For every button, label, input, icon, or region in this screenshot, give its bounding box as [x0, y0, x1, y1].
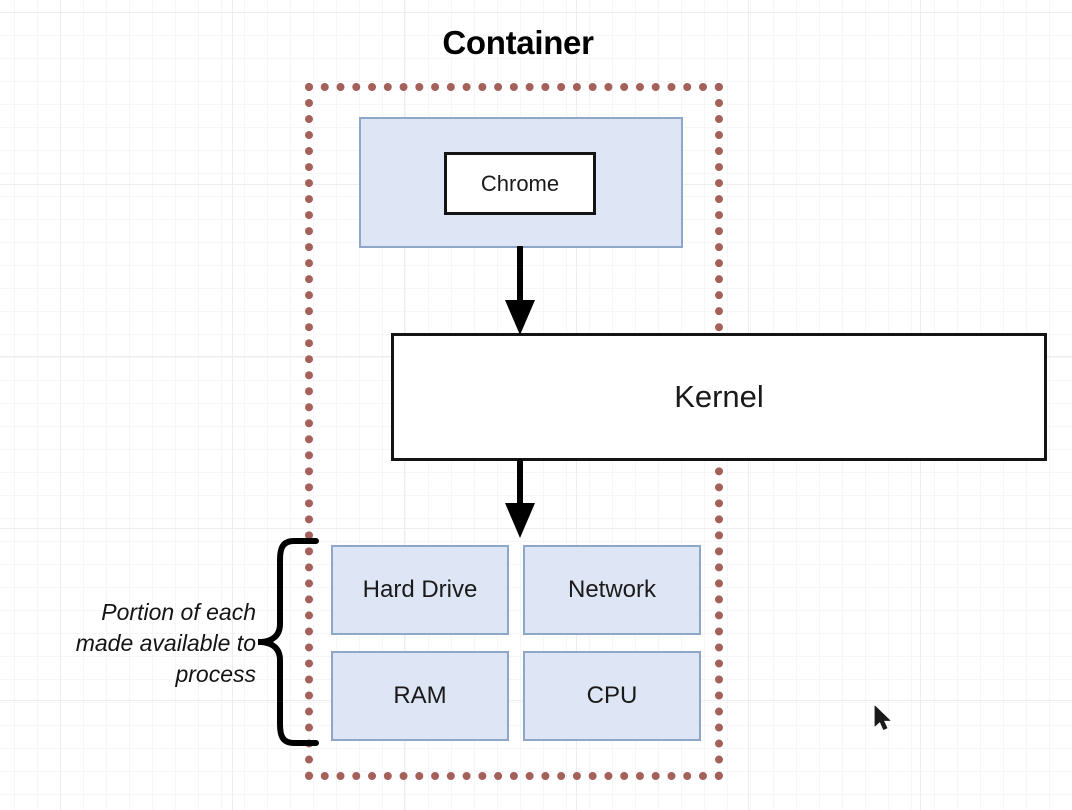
- resource-box-ram[interactable]: RAM: [331, 651, 509, 741]
- chrome-process-box[interactable]: Chrome: [444, 152, 596, 215]
- annotation-line-3: process: [175, 661, 256, 687]
- resource-label: Hard Drive: [362, 576, 478, 603]
- resource-label: Network: [567, 576, 657, 603]
- resource-group-brace: [258, 538, 319, 746]
- resource-box-network[interactable]: Network: [523, 545, 701, 635]
- kernel-box[interactable]: Kernel: [391, 333, 1047, 461]
- mouse-cursor-icon: [874, 705, 891, 730]
- annotation-line-1: Portion of each: [101, 599, 256, 625]
- arrow-kernel-to-resources: [505, 459, 535, 538]
- resource-box-cpu[interactable]: CPU: [523, 651, 701, 741]
- kernel-label: Kernel: [674, 379, 764, 414]
- resource-label: CPU: [586, 682, 638, 709]
- resource-label: RAM: [393, 682, 447, 709]
- arrow-chrome-to-kernel: [505, 246, 535, 335]
- page-title: Container: [442, 24, 594, 61]
- resource-box-hard-drive[interactable]: Hard Drive: [331, 545, 509, 635]
- chrome-label: Chrome: [480, 170, 560, 196]
- resource-annotation: Portion of each made available to proces…: [8, 597, 256, 690]
- annotation-line-2: made available to: [75, 630, 256, 656]
